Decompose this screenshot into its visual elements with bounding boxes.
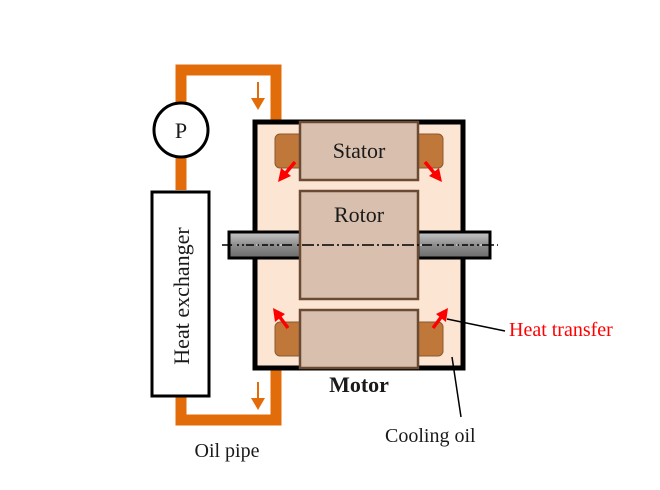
heat-arrow-bottom-left bbox=[273, 308, 290, 330]
heat-arrows bbox=[273, 160, 448, 330]
stator: Stator bbox=[298, 120, 420, 182]
rotor-label: Rotor bbox=[334, 202, 385, 227]
heat-exchanger: Heat exchanger bbox=[150, 190, 211, 398]
pump-label: P bbox=[175, 118, 187, 143]
stator-label: Stator bbox=[333, 138, 386, 163]
heat-arrow-top-left bbox=[278, 160, 297, 182]
cooling-oil-label: Cooling oil bbox=[385, 425, 476, 447]
motor-label: Motor bbox=[329, 372, 389, 397]
cooling-oil-leader bbox=[451, 356, 462, 418]
stator-bottom bbox=[298, 308, 420, 370]
flow-arrow-top bbox=[251, 82, 265, 110]
heat-exchanger-label: Heat exchanger bbox=[169, 227, 194, 365]
oil-pipe-label: Oil pipe bbox=[195, 440, 260, 462]
flow-arrow-bottom bbox=[251, 382, 265, 410]
heat-transfer-label: Heat transfer bbox=[509, 319, 613, 341]
heat-transfer-leader bbox=[446, 318, 506, 332]
pump: P bbox=[152, 101, 210, 159]
heat-arrow-bottom-right bbox=[431, 308, 448, 330]
stator-windings bbox=[274, 133, 444, 357]
heat-arrow-top-right bbox=[423, 160, 442, 182]
